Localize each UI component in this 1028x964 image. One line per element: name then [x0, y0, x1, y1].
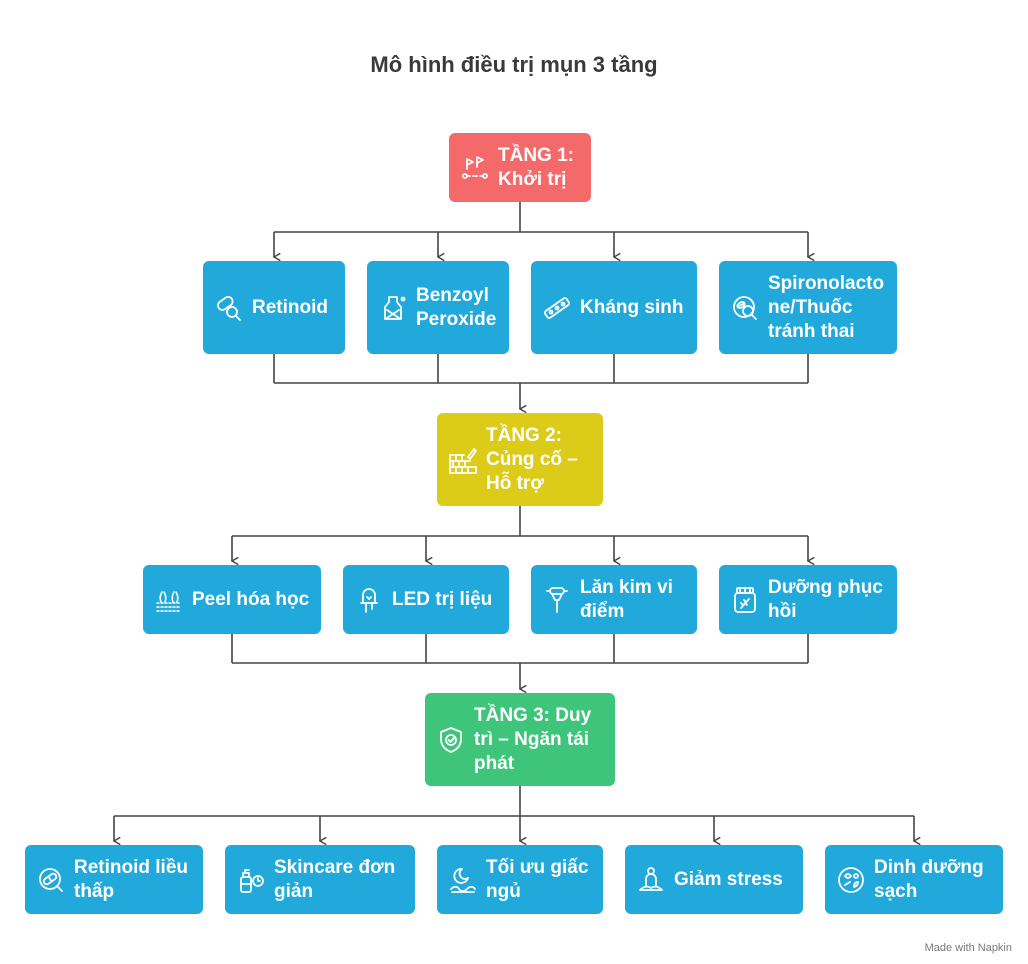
item-label: Retinoid — [252, 296, 328, 318]
tier1-label: TẦNG 1: Khởi trị — [498, 144, 574, 190]
item-label: LED trị liệu — [392, 588, 493, 610]
spray-bottle-clock-icon — [236, 865, 266, 895]
moon-sleep-icon — [448, 865, 478, 895]
item-label: Retinoid liều thấp — [74, 856, 188, 902]
pills-search-icon — [214, 293, 244, 323]
item-label: Giảm stress — [674, 868, 783, 890]
item-label: Lăn kim vi điểm — [580, 576, 673, 622]
item-label: Tối ưu giấc ngủ — [486, 856, 589, 902]
tier1-item-benzoyl-peroxide: Benzoyl Peroxide — [367, 261, 509, 354]
microneedle-roller-icon — [542, 585, 572, 615]
tier2-item-peel-hoa-hoc: Peel hóa học — [143, 565, 321, 634]
item-label: Dưỡng phục hồi — [768, 576, 883, 622]
tier1-node: TẦNG 1: Khởi trị — [449, 133, 591, 202]
footer-credit: Made with Napkin — [924, 942, 1012, 954]
tier3-item-toi-uu-giac-ngu: Tối ưu giấc ngủ — [437, 845, 603, 914]
item-label: Peel hóa học — [192, 588, 310, 610]
connector-merge — [273, 354, 809, 383]
item-label: Spironolactone/Thuốc tránh thai — [768, 272, 885, 342]
item-label: Benzoyl Peroxide — [416, 284, 497, 330]
pill-pack-icon — [730, 293, 760, 323]
connector-merge — [231, 634, 809, 663]
tier3-item-skincare-don-gian: Skincare đơn giản — [225, 845, 415, 914]
tier2-label: TẦNG 2: Củng cố – Hỗ trợ — [486, 424, 578, 494]
tier2-node: TẦNG 2: Củng cố – Hỗ trợ — [437, 413, 603, 506]
cream-jar-icon — [730, 585, 760, 615]
bottle-icon — [378, 293, 408, 323]
tier1-item-khang-sinh: Kháng sinh — [531, 261, 697, 354]
tier3-node: TẦNG 3: Duy trì – Ngăn tái phát — [425, 693, 615, 786]
skin-layers-icon — [154, 585, 184, 615]
healthy-food-icon — [836, 865, 866, 895]
shield-check-icon — [436, 725, 466, 755]
flags-path-icon — [460, 153, 490, 183]
pill-strip-icon — [542, 293, 572, 323]
tier2-item-duong-phuc-hoi: Dưỡng phục hồi — [719, 565, 897, 634]
item-label: Dinh dưỡng sạch — [874, 856, 984, 902]
tier2-item-lan-kim-vi-diem: Lăn kim vi điểm — [531, 565, 697, 634]
capsule-search-icon — [36, 865, 66, 895]
item-label: Skincare đơn giản — [274, 856, 396, 902]
meditation-icon — [636, 865, 666, 895]
led-bulb-icon — [354, 585, 384, 615]
tier3-item-giam-stress: Giảm stress — [625, 845, 803, 914]
tier3-label: TẦNG 3: Duy trì – Ngăn tái phát — [474, 704, 592, 774]
tier2-item-led-tri-lieu: LED trị liệu — [343, 565, 509, 634]
tier3-item-retinoid-lieu-thap: Retinoid liều thấp — [25, 845, 203, 914]
item-label: Kháng sinh — [580, 296, 684, 318]
brick-wall-trowel-icon — [448, 445, 478, 475]
tier1-item-spironolactone: Spironolactone/Thuốc tránh thai — [719, 261, 897, 354]
tier1-item-retinoid: Retinoid — [203, 261, 345, 354]
tier3-item-dinh-duong-sach: Dinh dưỡng sạch — [825, 845, 1003, 914]
diagram-title: Mô hình điều trị mụn 3 tầng — [370, 52, 658, 77]
